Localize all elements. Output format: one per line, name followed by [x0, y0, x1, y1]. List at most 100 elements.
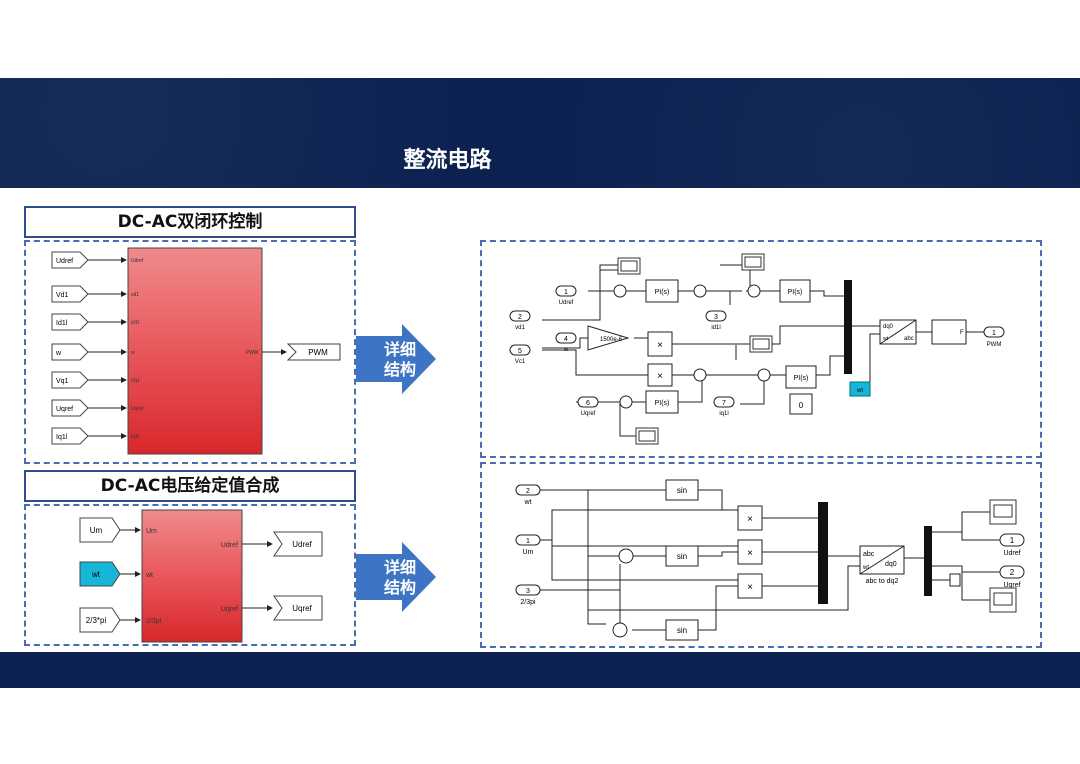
- detail-arrow-2: [356, 542, 436, 612]
- page-title: 整流电路: [403, 148, 492, 173]
- s2-input-port-2[interactable]: [79, 607, 121, 633]
- inport-num: 5: [518, 348, 522, 355]
- d2-product-3[interactable]: [737, 573, 763, 599]
- scope-2[interactable]: [741, 253, 765, 271]
- output-pwm-port[interactable]: [286, 343, 341, 361]
- outport-pwm-num: 1: [992, 330, 996, 337]
- input-port-3[interactable]: [51, 343, 89, 361]
- input-port-label: Id1l: [56, 320, 68, 327]
- inport-num: 2: [518, 314, 522, 321]
- d2-inport-2[interactable]: [515, 484, 541, 496]
- inport-name: vd1: [515, 325, 525, 331]
- detail-arrow-2-label: 详细结构: [383, 558, 416, 597]
- sin-label: sin: [677, 552, 687, 561]
- s2-output-port-0[interactable]: [273, 531, 323, 557]
- inport-num: 4: [564, 336, 568, 343]
- d2-inport-num: 1: [526, 538, 530, 545]
- input-port-5[interactable]: [51, 399, 89, 417]
- inport-name: w: [563, 347, 569, 353]
- pi-block-4[interactable]: [645, 390, 679, 414]
- subsystem-port-label: id1l: [131, 320, 139, 326]
- input-port-label: w: [55, 350, 62, 357]
- sin-label: sin: [677, 626, 687, 635]
- inport-name: Vc1: [515, 359, 526, 365]
- footer-band: [0, 652, 1080, 688]
- d2-outport-name: Udref: [1003, 550, 1020, 557]
- abc-to-dq-caption: abc to dq2: [866, 578, 899, 585]
- scope-4[interactable]: [635, 427, 659, 445]
- outport-pwm[interactable]: [983, 326, 1005, 338]
- input-port-4[interactable]: [51, 371, 89, 389]
- d2-outport-0[interactable]: [999, 533, 1025, 547]
- inport-6[interactable]: [577, 396, 599, 408]
- inport-4[interactable]: [555, 332, 577, 344]
- inport-1[interactable]: [555, 285, 577, 297]
- constant-block[interactable]: [789, 393, 813, 415]
- pi-block-1[interactable]: [645, 279, 679, 303]
- d2-inport-num: 2: [526, 488, 530, 495]
- gain-label: 1500e-6: [600, 337, 623, 343]
- inport-num: 6: [586, 400, 590, 407]
- input-port-label: Udref: [56, 258, 73, 265]
- d2-mux-bar[interactable]: [818, 502, 828, 604]
- input-port-label: Vq1: [56, 378, 69, 385]
- d2-product-1[interactable]: [737, 505, 763, 531]
- s2-output-port-1[interactable]: [273, 595, 323, 621]
- pi-label-4: PI(s): [655, 400, 670, 407]
- inport-5[interactable]: [509, 344, 531, 356]
- pi-block-2[interactable]: [779, 279, 811, 303]
- pwm-fcn-block[interactable]: [931, 319, 967, 345]
- s2-subsystem-port: wt: [145, 572, 153, 579]
- wt-in-label: wt: [862, 565, 869, 571]
- section2-title: DC-AC电压给定值合成: [24, 470, 356, 502]
- scope-3[interactable]: [749, 335, 773, 353]
- d2-inport-name: wt: [524, 499, 532, 506]
- inport-name: iq1l: [719, 411, 728, 417]
- sin-block-2[interactable]: [665, 619, 699, 641]
- inport-7[interactable]: [713, 396, 735, 408]
- input-port-1[interactable]: [51, 285, 89, 303]
- d2-product-2[interactable]: [737, 539, 763, 565]
- product-block-1[interactable]: [647, 331, 673, 357]
- input-port-6[interactable]: [51, 427, 89, 445]
- subsystem-port-label: vd1: [131, 292, 139, 298]
- mux-bar[interactable]: [844, 280, 852, 374]
- scope-1[interactable]: [617, 257, 641, 275]
- product-block-2[interactable]: [647, 363, 673, 387]
- constant-label: 0: [799, 401, 804, 410]
- inport-3[interactable]: [705, 310, 727, 322]
- sin-block-0[interactable]: [665, 479, 699, 501]
- inport-name: id1l: [711, 325, 720, 331]
- pi-block-3[interactable]: [785, 365, 817, 389]
- dq0-label: dq0: [883, 324, 894, 330]
- inport-2[interactable]: [509, 310, 531, 322]
- s2-input-port-0[interactable]: [79, 517, 121, 543]
- pi-label-3: PI(s): [794, 375, 809, 382]
- gain-block[interactable]: [587, 325, 630, 351]
- subsystem-port-label: w: [131, 350, 135, 356]
- wt-goto-tag[interactable]: [849, 381, 871, 397]
- input-port-label: Vd1: [56, 292, 69, 299]
- d2-inport-name: Um: [523, 549, 534, 556]
- input-port-2[interactable]: [51, 313, 89, 331]
- d2-inport-name: 2/3pi: [520, 599, 536, 606]
- d2-outport-num: 1: [1010, 536, 1015, 545]
- detail2-frame: [480, 462, 1042, 648]
- subsystem-block[interactable]: [127, 247, 263, 455]
- sin-block-1[interactable]: [665, 545, 699, 567]
- d2-demux-bar[interactable]: [924, 526, 932, 596]
- input-port-0[interactable]: [51, 251, 89, 269]
- subsystem-port-label: Udref: [131, 258, 144, 264]
- s2-input-port-1[interactable]: [79, 561, 121, 587]
- outport-pwm-name: PWM: [987, 342, 1002, 348]
- subsystem2-block[interactable]: [141, 509, 243, 643]
- subsystem-port-label: iq1l: [131, 434, 139, 440]
- d2-inport-1[interactable]: [515, 534, 541, 546]
- d2-inport-3[interactable]: [515, 584, 541, 596]
- d2-outport-1[interactable]: [999, 565, 1025, 579]
- terminator[interactable]: [949, 573, 961, 587]
